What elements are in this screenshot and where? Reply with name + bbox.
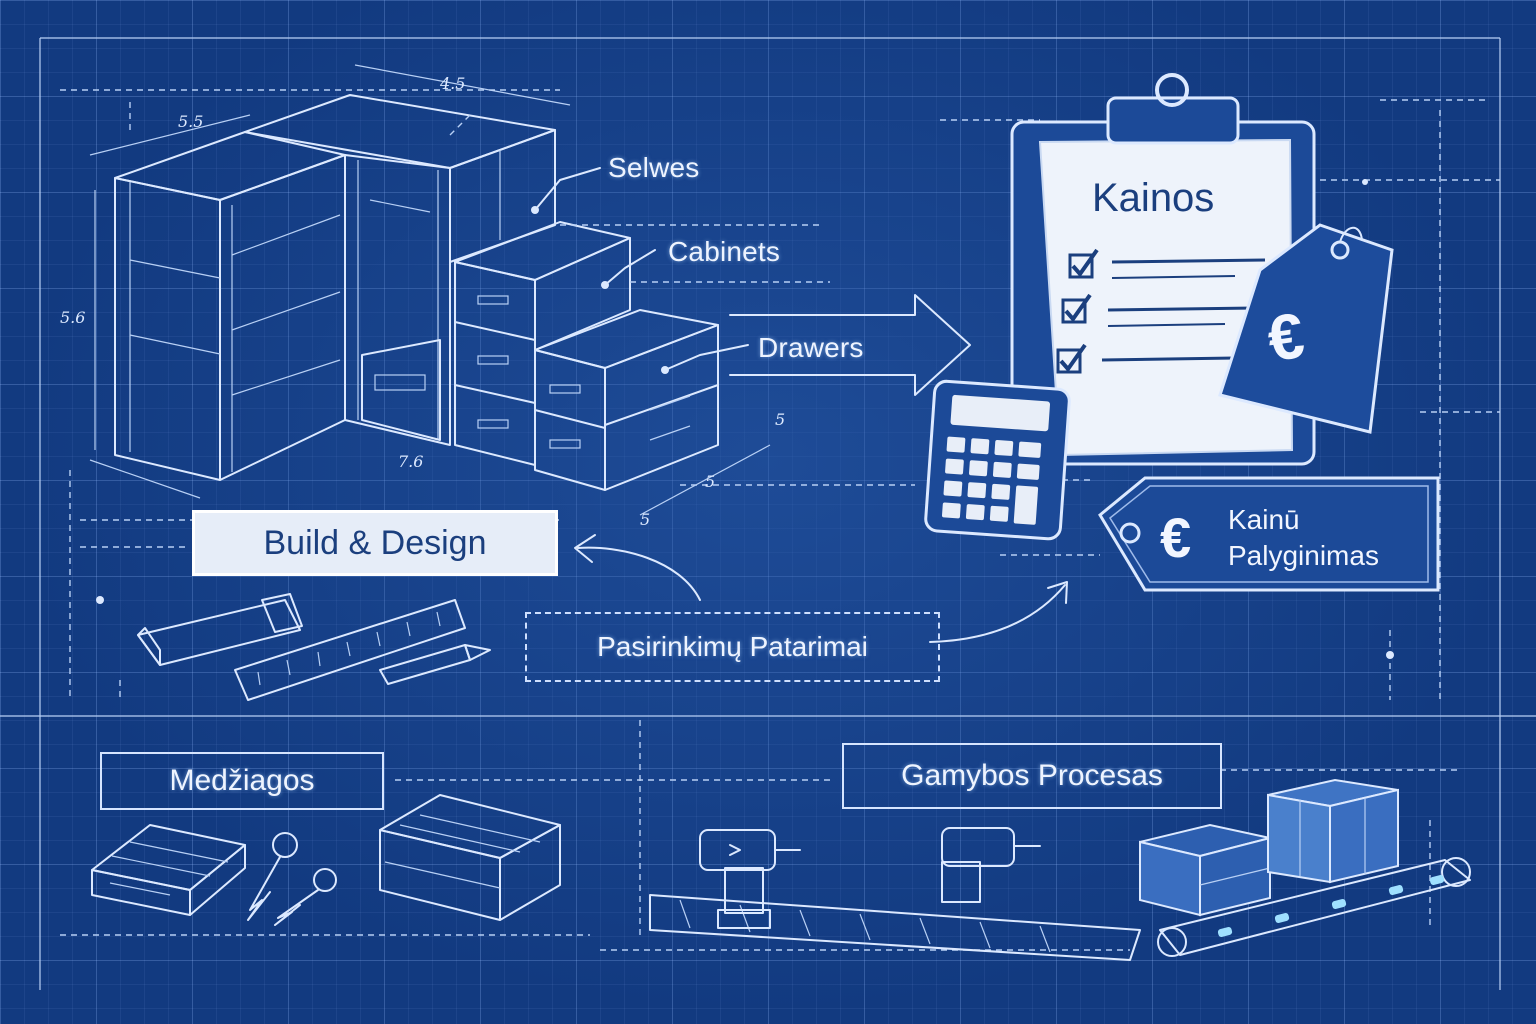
drill-2 [941,827,1041,903]
tools-illustration [119,593,491,701]
clipboard-title: Kainos [1092,176,1215,220]
flow-arrow-right [729,294,971,396]
dim-drawer-depth: 5 [775,410,786,429]
screw-2 [274,868,337,926]
dim-base-right: 5 [705,472,716,491]
price-compare-line1: Kainū [1228,504,1300,535]
label-shelves: Selwes [608,152,700,183]
price-compare-line2: Palyginimas [1228,540,1379,571]
advice-label: Pasirinkimų Patarimai [525,612,940,682]
drill-1 [699,829,801,929]
build-design-label: Build & Design [192,510,558,576]
materials-label: Medžiagos [100,752,384,810]
price-compare-tag [1098,476,1440,592]
production-label: Gamybos Procesas [842,743,1222,809]
compare-euro-icon: € [1160,506,1192,569]
curved-arrows [574,534,1068,643]
finished-boxes [1139,778,1399,917]
materials-illustration [91,794,561,926]
production-illustration [649,778,1471,961]
dim-base-width: 7.6 [398,452,424,471]
conveyor-belt [1157,857,1471,957]
dim-side-small: 5 [640,510,651,529]
label-cabinets: Cabinets [668,236,781,267]
dim-top-depth: 5.5 [178,112,204,131]
calculator-illustration [924,379,1071,541]
label-drawers: Drawers [758,332,864,363]
dim-top-width: 4.5 [440,74,466,93]
dim-height: 5.6 [60,308,86,327]
cabinet-wireframe [89,64,830,516]
screw-1 [247,832,298,921]
price-tag-illustration [1218,223,1394,434]
